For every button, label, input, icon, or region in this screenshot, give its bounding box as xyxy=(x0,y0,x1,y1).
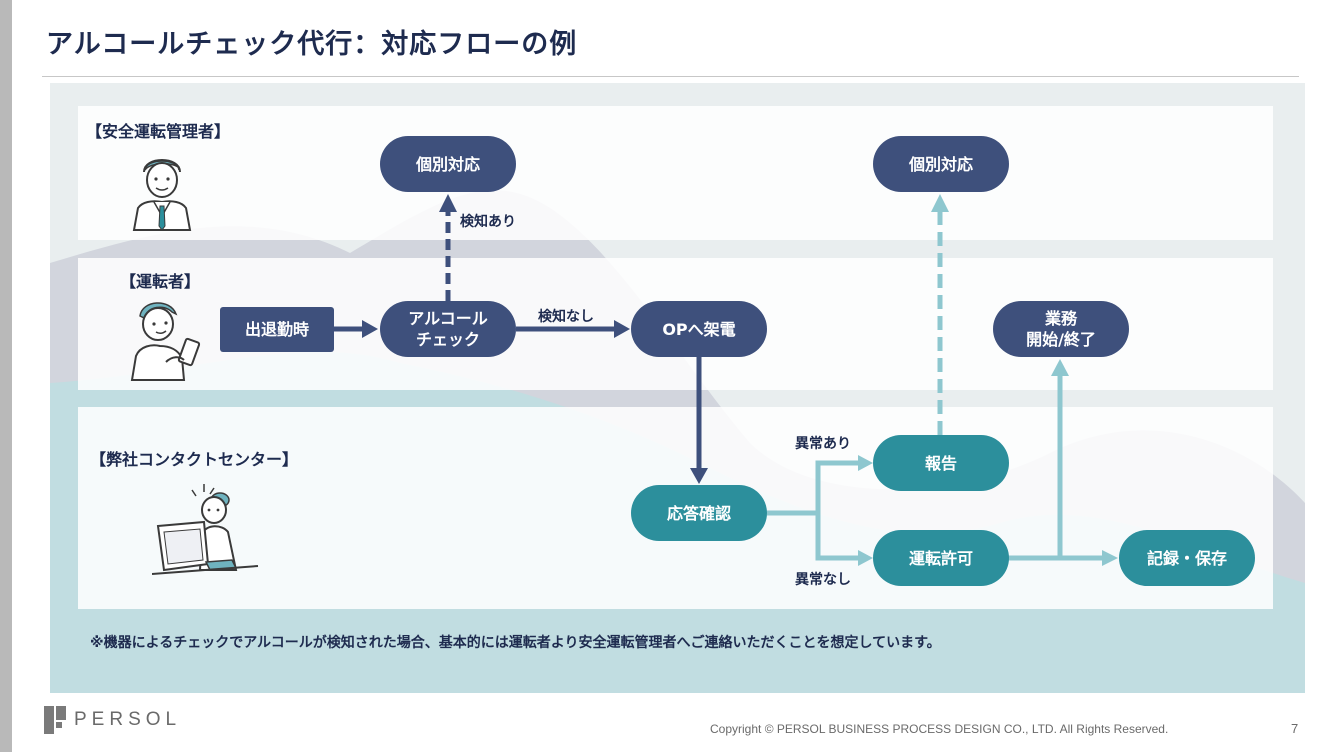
node-outou: 応答確認 xyxy=(631,485,767,541)
node-kiroku: 記録・保存 xyxy=(1119,530,1255,586)
persol-logo-icon xyxy=(44,706,66,734)
operator-illustration xyxy=(152,484,259,575)
node-op-call: OPへ架電 xyxy=(631,301,767,357)
node-kobetsu-right: 個別対応 xyxy=(873,136,1009,192)
node-gyomu: 業務 開始/終了 xyxy=(993,301,1129,357)
title-divider xyxy=(42,76,1299,77)
driver-illustration xyxy=(130,302,201,381)
slide-title: アルコールチェック代行：対応フローの例 xyxy=(46,29,578,60)
node-kyoka: 運転許可 xyxy=(873,530,1009,586)
persol-logo: PERSOL xyxy=(44,706,181,734)
copyright-text: Copyright © PERSOL BUSINESS PROCESS DESI… xyxy=(710,722,1169,736)
edge-label-abnormal: 異常あり xyxy=(795,436,851,452)
node-shukkin: 出退勤時 xyxy=(220,307,334,352)
node-houkoku: 報告 xyxy=(873,435,1009,491)
lane-label-center: 【弊社コンタクトセンター】 xyxy=(90,450,299,469)
footnote: ※機器によるチェックでアルコールが検知された場合、基本的には運転者より安全運転管… xyxy=(90,635,941,651)
lane-label-driver: 【運転者】 xyxy=(120,272,201,291)
edge-label-detected: 検知あり xyxy=(460,214,516,230)
page-number: 7 xyxy=(1291,721,1299,736)
manager-illustration xyxy=(132,159,192,231)
edge-label-not-detected: 検知なし xyxy=(538,309,594,325)
edge-label-normal: 異常なし xyxy=(795,572,851,588)
lane-manager xyxy=(78,106,1273,240)
node-kobetsu-left: 個別対応 xyxy=(380,136,516,192)
node-alcohol-check: アルコール チェック xyxy=(380,301,516,357)
lane-label-manager: 【安全運転管理者】 xyxy=(86,122,231,141)
persol-logo-text: PERSOL xyxy=(74,709,182,730)
left-edge-bar xyxy=(0,0,12,752)
